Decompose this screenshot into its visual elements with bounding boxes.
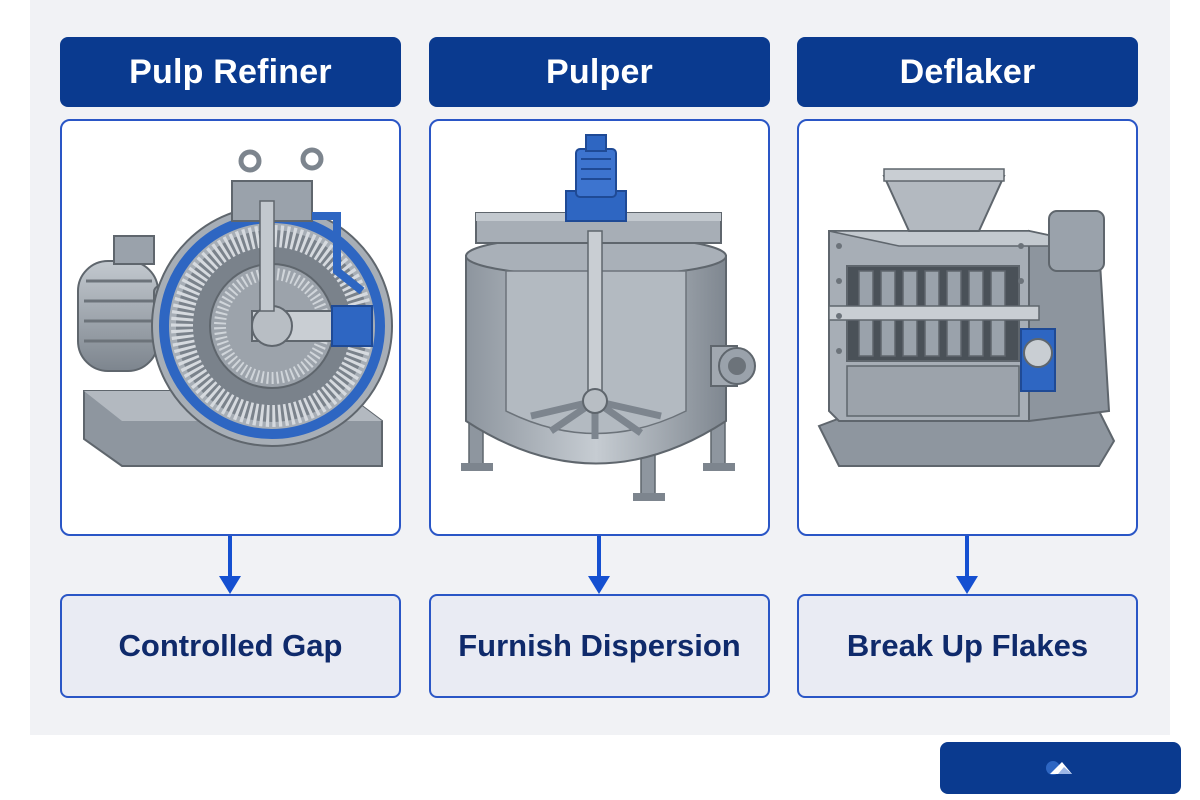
column-pulp-refiner: Pulp Refiner [60,0,401,735]
logo-icon [1046,761,1072,775]
column-deflaker: Deflaker [797,0,1138,735]
column-label: Controlled Gap [60,594,401,698]
pulp-refiner-illustration [77,147,393,467]
deflaker-image-frame [797,119,1138,536]
column-title: Pulper [429,37,770,107]
column-label: Break Up Flakes [797,594,1138,698]
arrow-down-icon [588,536,610,594]
column-title: Pulp Refiner [60,37,401,107]
brand-badge [940,742,1181,794]
arrow-down-icon [956,536,978,594]
column-label: Furnish Dispersion [429,594,770,698]
pulp-refiner-image-frame [60,119,401,536]
arrow-down-icon [219,536,241,594]
pulper-illustration [461,134,756,501]
deflaker-illustration [817,168,1116,467]
column-title: Deflaker [797,37,1138,107]
pulper-image-frame [429,119,770,536]
column-pulper: Pulper [429,0,770,735]
